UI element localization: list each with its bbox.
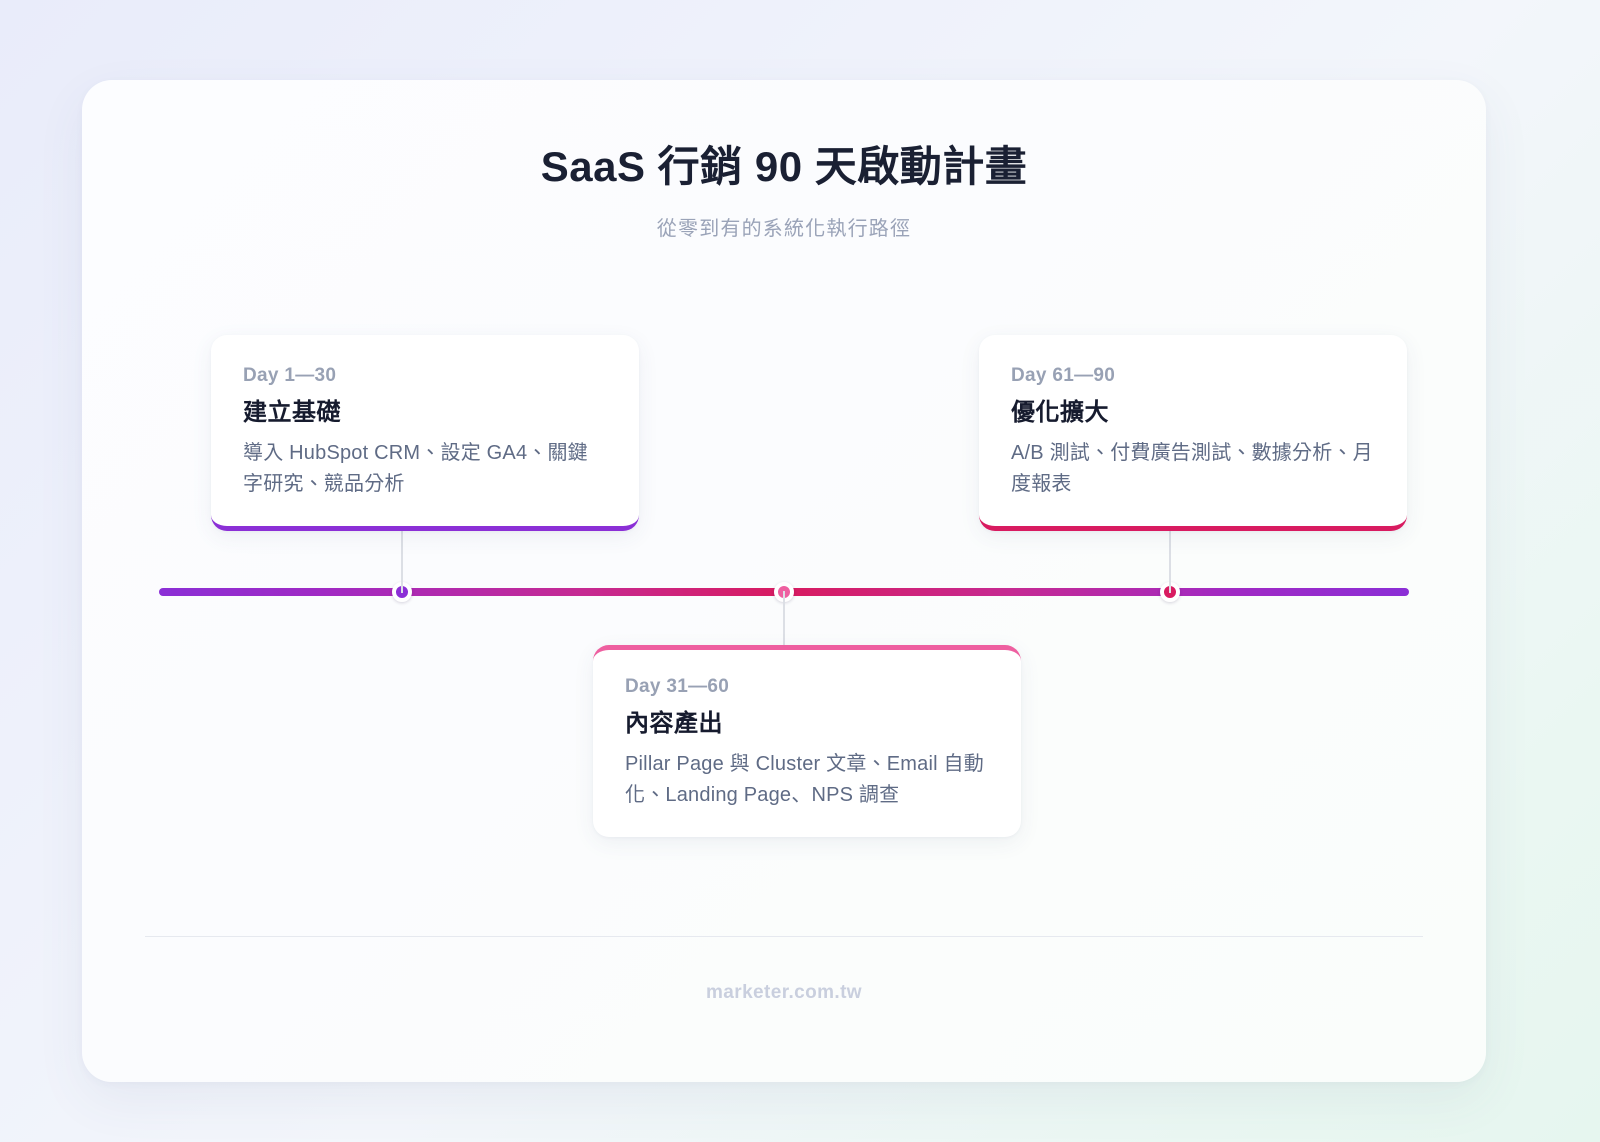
- stage-heading: 內容產出: [625, 709, 723, 737]
- header: SaaS 行銷 90 天啟動計畫 從零到有的系統化執行路徑: [82, 80, 1486, 241]
- stage-heading: 建立基礎: [243, 398, 341, 426]
- footer-divider: [145, 936, 1423, 937]
- stage-description: 導入 HubSpot CRM、設定 GA4、關鍵字研究、競品分析: [243, 441, 588, 495]
- stage-range-label: Day 31—60: [625, 676, 730, 697]
- connector-stage-3: [1169, 515, 1171, 593]
- infographic-panel: SaaS 行銷 90 天啟動計畫 從零到有的系統化執行路徑 Day 1—30 建…: [82, 80, 1486, 1082]
- timeline-card-stage-1[interactable]: Day 1—30 建立基礎 導入 HubSpot CRM、設定 GA4、關鍵字研…: [211, 335, 639, 531]
- stage-heading: 優化擴大: [1011, 398, 1109, 426]
- stage-description: A/B 測試、付費廣告測試、數據分析、月度報表: [1011, 441, 1373, 495]
- stage-range-label: Day 61—90: [1011, 365, 1116, 386]
- timeline-card-stage-2[interactable]: Day 31—60 內容產出 Pillar Page 與 Cluster 文章、…: [593, 645, 1021, 837]
- stage-range-label: Day 1—30: [243, 365, 337, 386]
- stage-description: Pillar Page 與 Cluster 文章、Email 自動化、Landi…: [625, 752, 984, 806]
- connector-stage-2: [783, 591, 785, 663]
- page-title: SaaS 行銷 90 天啟動計畫: [540, 143, 1028, 190]
- page-subtitle: 從零到有的系統化執行路徑: [656, 218, 912, 241]
- footer-site-label: marketer.com.tw: [706, 982, 862, 1003]
- timeline-card-stage-3[interactable]: Day 61—90 優化擴大 A/B 測試、付費廣告測試、數據分析、月度報表: [979, 335, 1407, 531]
- connector-stage-1: [401, 515, 403, 593]
